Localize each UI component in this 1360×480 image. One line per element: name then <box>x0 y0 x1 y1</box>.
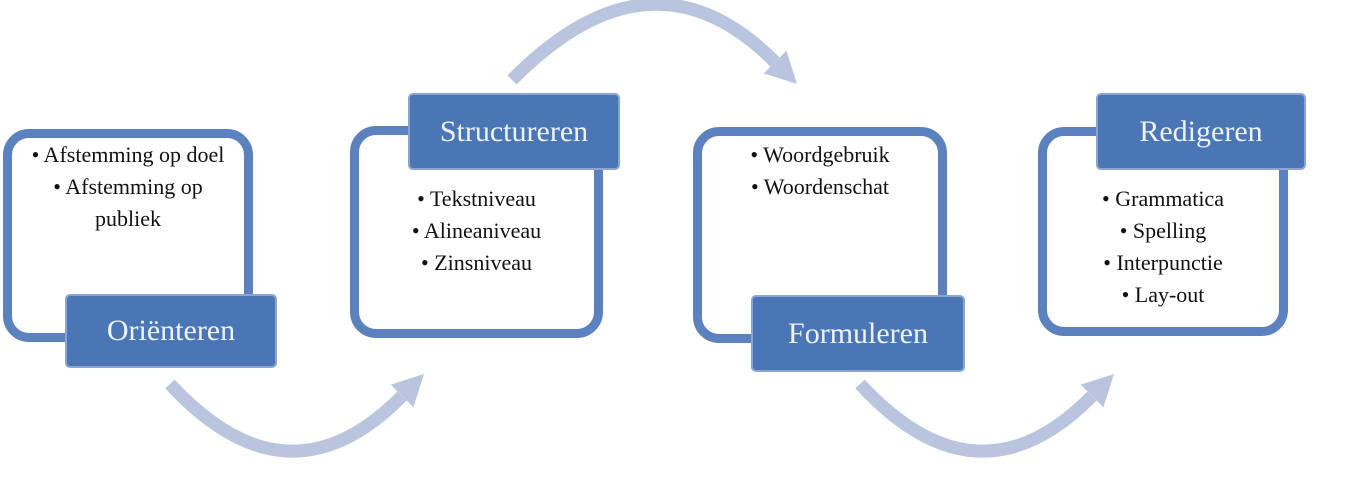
list-item: • Lay-out <box>1121 282 1205 307</box>
list-item: • Woordgebruik <box>750 142 890 167</box>
stage-label-formuleren: Formuleren <box>751 295 965 372</box>
list-item: • Interpunctie <box>1103 250 1223 275</box>
curved-arrow-formuleren-to-redigeren-icon <box>855 374 1114 458</box>
list-item: • Tekstniveau <box>417 186 536 211</box>
curved-arrow-orienteren-to-structureren-icon <box>165 374 424 458</box>
list-item: • Zinsniveau <box>421 250 532 275</box>
list-item: • Alineaniveau <box>411 218 542 243</box>
stage-list-formuleren: • Woordgebruik • Woordenschat <box>693 139 947 203</box>
curved-arrow-structureren-to-formuleren-icon <box>507 0 797 85</box>
stage-list-structureren: • Tekstniveau • Alineaniveau • Zinsnivea… <box>350 183 603 279</box>
list-item: • Woordenschat <box>750 174 890 199</box>
stage-list-orienteren: • Afstemming op doel • Afstemming op pub… <box>3 139 253 235</box>
stage-label-structureren: Structureren <box>408 93 620 170</box>
list-item: • Afstemming op doel <box>31 142 225 167</box>
stage-label-redigeren: Redigeren <box>1096 93 1306 170</box>
list-item: • Spelling <box>1119 218 1207 243</box>
stage-label-orienteren: Oriënteren <box>65 294 277 368</box>
list-item: • Afstemming op publiek <box>53 174 203 231</box>
list-item: • Grammatica <box>1102 186 1224 211</box>
stage-list-redigeren: • Grammatica • Spelling • Interpunctie •… <box>1038 183 1288 311</box>
